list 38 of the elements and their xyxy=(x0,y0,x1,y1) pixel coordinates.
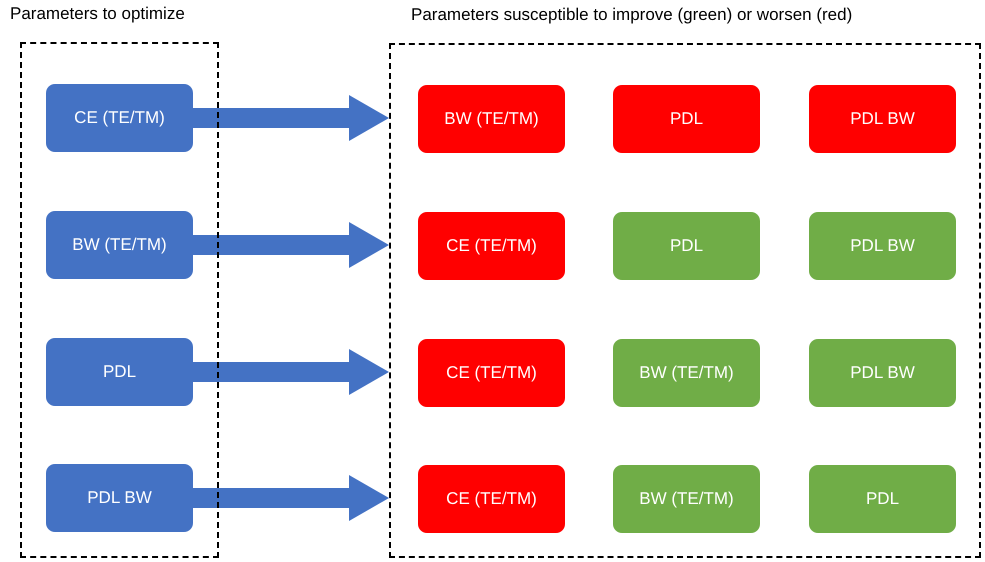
parameter-label: PDL xyxy=(102,362,136,382)
parameter-label: PDL BW xyxy=(87,488,152,508)
parameter-box xyxy=(418,465,565,533)
parameter-box xyxy=(613,212,760,280)
parameter-label: PDL xyxy=(866,489,900,509)
parameter-box xyxy=(613,465,760,533)
block-arrow xyxy=(193,475,389,521)
parameter-box xyxy=(46,211,193,279)
parameter-label: CE (TE/TM) xyxy=(446,363,537,383)
parameter-label: CE (TE/TM) xyxy=(446,489,537,509)
parameter-label: BW (TE/TM) xyxy=(444,109,539,129)
parameter-box xyxy=(809,339,956,407)
parameter-box xyxy=(46,84,193,152)
parameter-label: BW (TE/TM) xyxy=(639,363,734,383)
group-heading: Parameters to optimize xyxy=(10,4,185,24)
parameter-label: PDL xyxy=(670,236,704,256)
parameter-label: PDL xyxy=(670,109,704,129)
block-arrow xyxy=(193,95,389,141)
parameter-box xyxy=(46,464,193,532)
parameter-box xyxy=(46,338,193,406)
parameter-box xyxy=(418,212,565,280)
parameter-label: CE (TE/TM) xyxy=(74,108,165,128)
block-arrow xyxy=(193,222,389,268)
parameter-box xyxy=(809,212,956,280)
parameter-label: PDL BW xyxy=(850,109,915,129)
parameter-label: CE (TE/TM) xyxy=(446,236,537,256)
group-heading: Parameters susceptible to improve (green) or worsen (red) xyxy=(411,5,852,25)
parameter-box xyxy=(613,85,760,153)
parameter-box xyxy=(809,85,956,153)
parameter-label: PDL BW xyxy=(850,236,915,256)
parameter-box xyxy=(809,465,956,533)
parameter-label: BW (TE/TM) xyxy=(72,235,167,255)
parameter-box xyxy=(418,85,565,153)
parameter-box xyxy=(418,339,565,407)
parameter-label: BW (TE/TM) xyxy=(639,489,734,509)
parameter-box xyxy=(613,339,760,407)
block-arrow xyxy=(193,349,389,395)
parameter-label: PDL BW xyxy=(850,363,915,383)
